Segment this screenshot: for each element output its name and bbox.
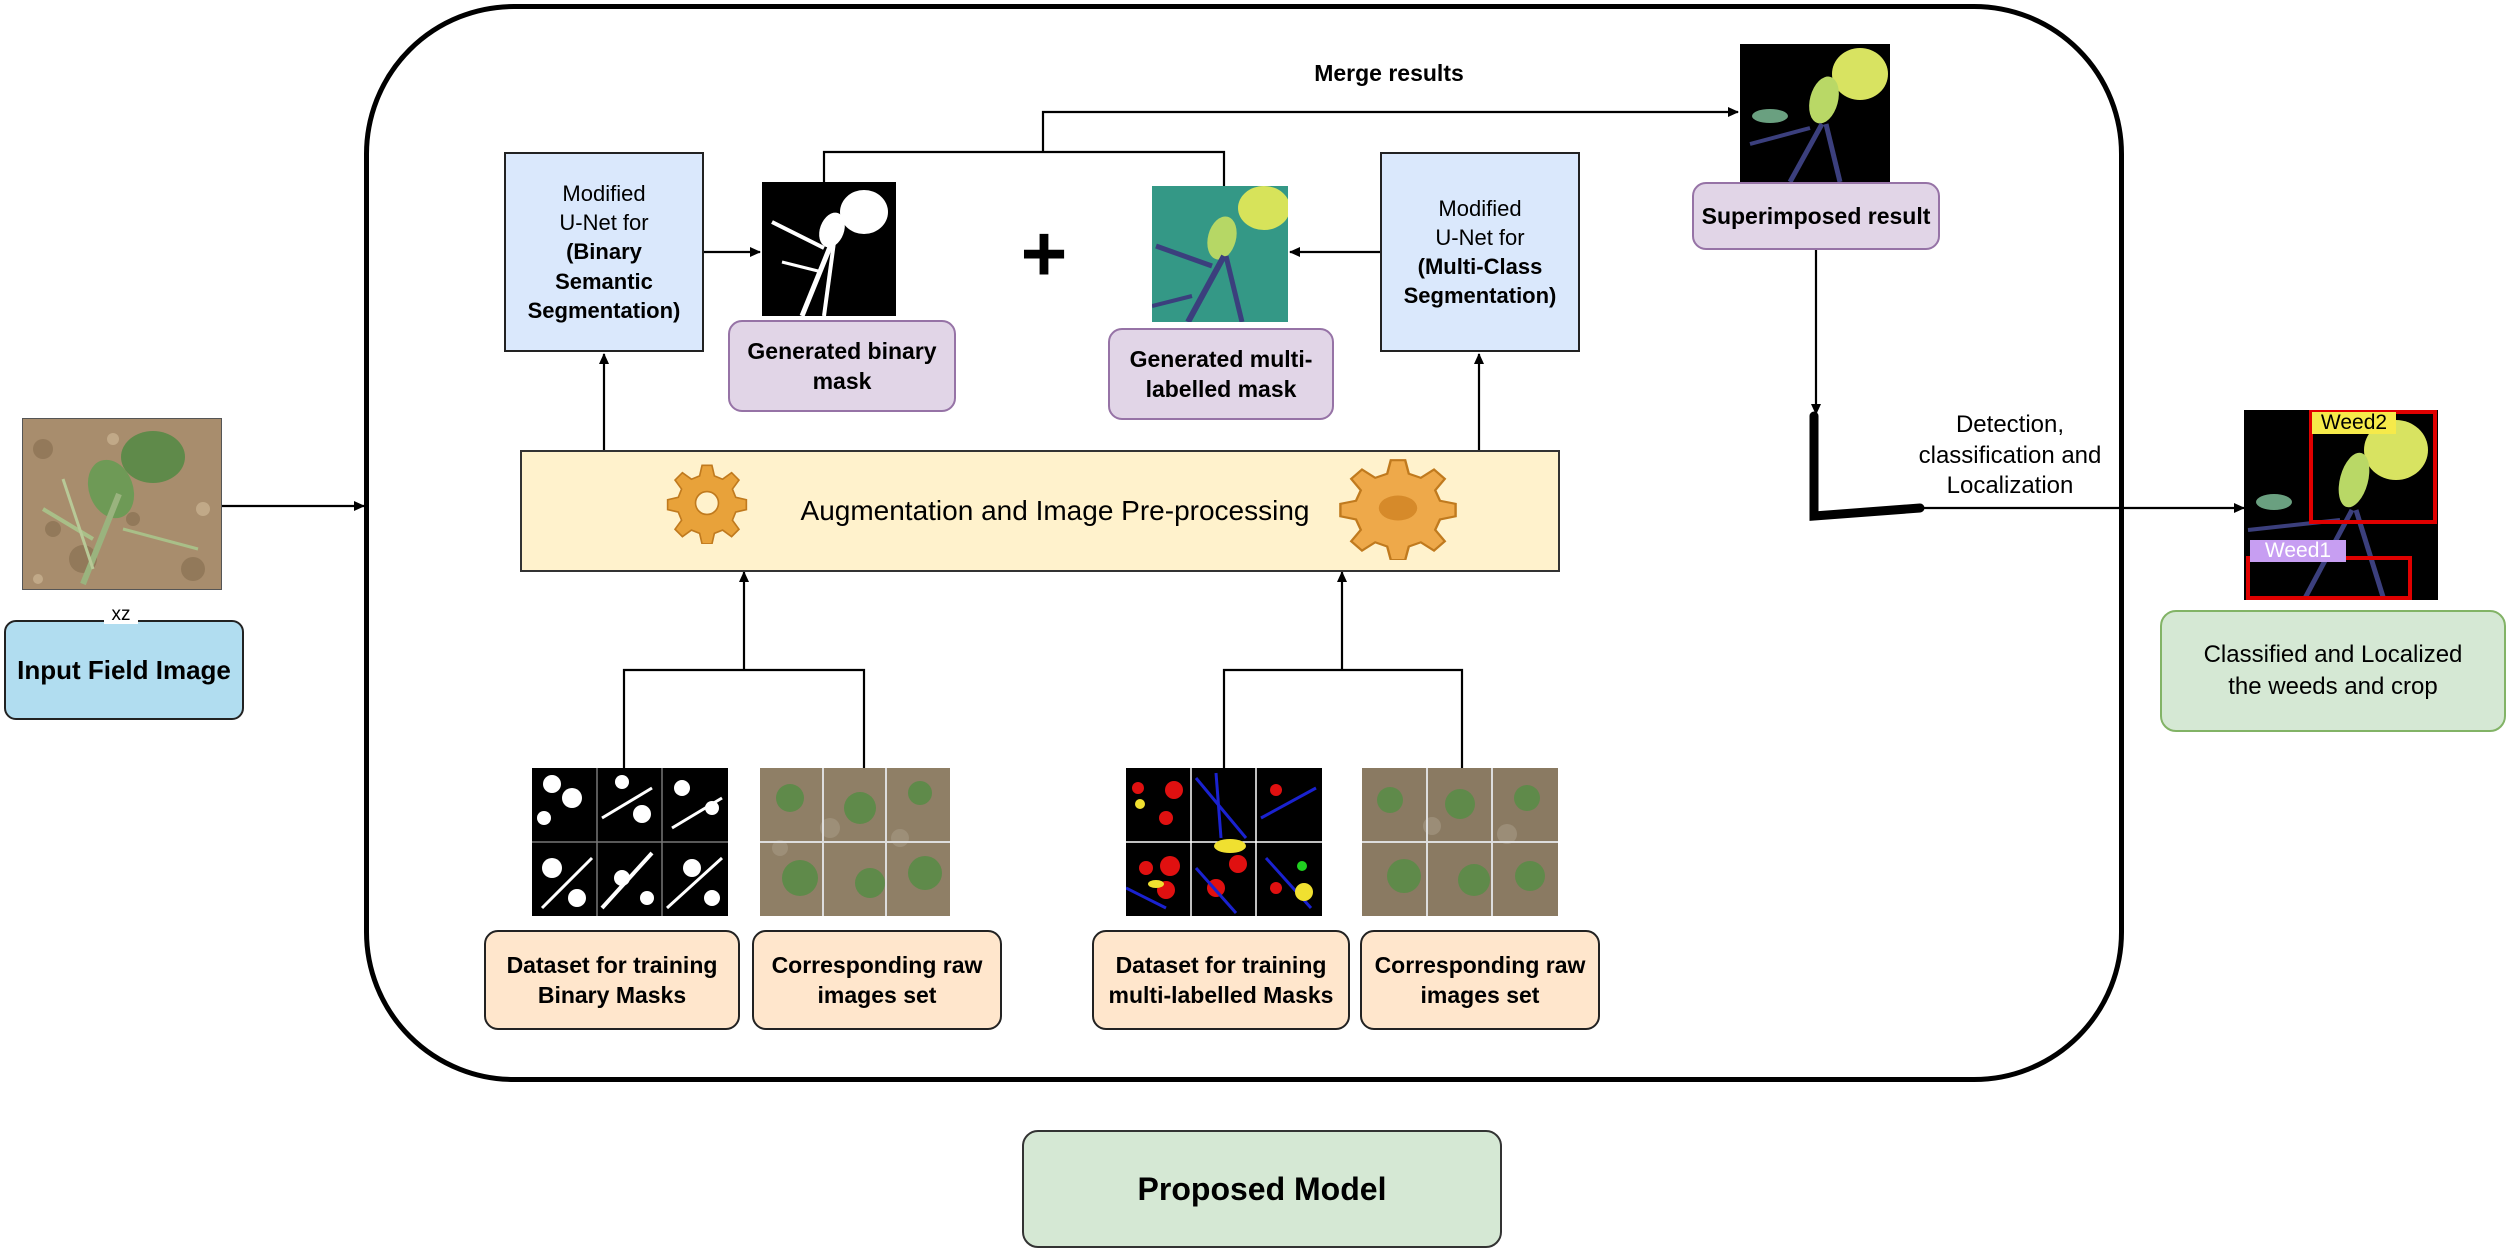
proposed-model-label: Proposed Model xyxy=(1022,1130,1502,1248)
detection-line2: classification and xyxy=(1918,441,2102,469)
binary-unet-line3: (Binary xyxy=(566,239,642,265)
superimposed-image xyxy=(1740,44,1890,182)
binary-unet-line4: Semantic xyxy=(555,268,653,294)
plus-sign: + xyxy=(1020,209,1068,298)
input-field-photo xyxy=(22,418,222,590)
raw-images-set-label-1: Corresponding raw images set xyxy=(752,930,1002,1030)
multi-unet-line1: Modified xyxy=(1438,195,1522,221)
binary-mask-image xyxy=(762,182,896,316)
multi-mask-image xyxy=(1152,186,1288,322)
dataset-multi-masks-label: Dataset for training multi-labelled Mask… xyxy=(1092,930,1350,1030)
binary-unet-line2: U-Net for xyxy=(559,210,649,236)
binary-unet-line1: Modified xyxy=(562,181,646,207)
raw-images-grid-1 xyxy=(760,768,950,916)
superimposed-label: Superimposed result xyxy=(1692,182,1940,250)
weed2-detection-label: Weed2 xyxy=(2312,412,2396,434)
arrow-merge-to-superimposed xyxy=(1041,107,1739,152)
detection-bend xyxy=(1809,411,1925,521)
multi-unet-line3: (Multi-Class xyxy=(1417,254,1543,279)
raw-images-set-label-2: Corresponding raw images set xyxy=(1360,930,1600,1030)
multi-masks-grid-image xyxy=(1126,768,1322,916)
multi-unet-box: Modified U-Net for (Multi-Class Segmenta… xyxy=(1380,152,1580,352)
input-field-image-label: Input Field Image xyxy=(4,620,244,720)
detection-line3: Localization xyxy=(1946,472,2074,500)
binary-mask-label: Generated binary mask xyxy=(728,320,956,412)
multi-unet-line2: U-Net for xyxy=(1435,224,1525,250)
multi-unet-line4: Segmentation) xyxy=(1403,283,1557,309)
output-detection-image xyxy=(2244,410,2438,600)
merge-results-label: Merge results xyxy=(1314,60,1464,86)
multi-mask-label: Generated multi-labelled mask xyxy=(1108,328,1334,420)
large-gear-icon xyxy=(1338,456,1458,562)
detection-label: Detection, classification and Localizati… xyxy=(1890,410,2130,502)
gear-icon xyxy=(666,462,748,545)
binary-unet-box: Modified U-Net for (Binary Semantic Segm… xyxy=(504,152,704,352)
output-result-label: Classified and Localized the weeds and c… xyxy=(2160,610,2506,732)
augmentation-label: Augmentation and Image Pre-processing xyxy=(800,494,1310,526)
bracket-binary-datasets xyxy=(622,668,866,768)
detection-line1: Detection, xyxy=(1955,411,2065,438)
binary-unet-line5: Segmentation) xyxy=(527,297,681,323)
proposed-model-frame xyxy=(364,4,2124,1082)
weed1-detection-label: Weed1 xyxy=(2250,540,2346,562)
bracket-merge xyxy=(822,150,1226,186)
binary-masks-grid-image xyxy=(532,768,728,916)
input-tag-label: xz xyxy=(104,604,138,625)
raw-images-grid-2 xyxy=(1362,768,1558,916)
dataset-binary-masks-label: Dataset for training Binary Masks xyxy=(484,930,740,1030)
bracket-multi-datasets xyxy=(1222,668,1464,768)
